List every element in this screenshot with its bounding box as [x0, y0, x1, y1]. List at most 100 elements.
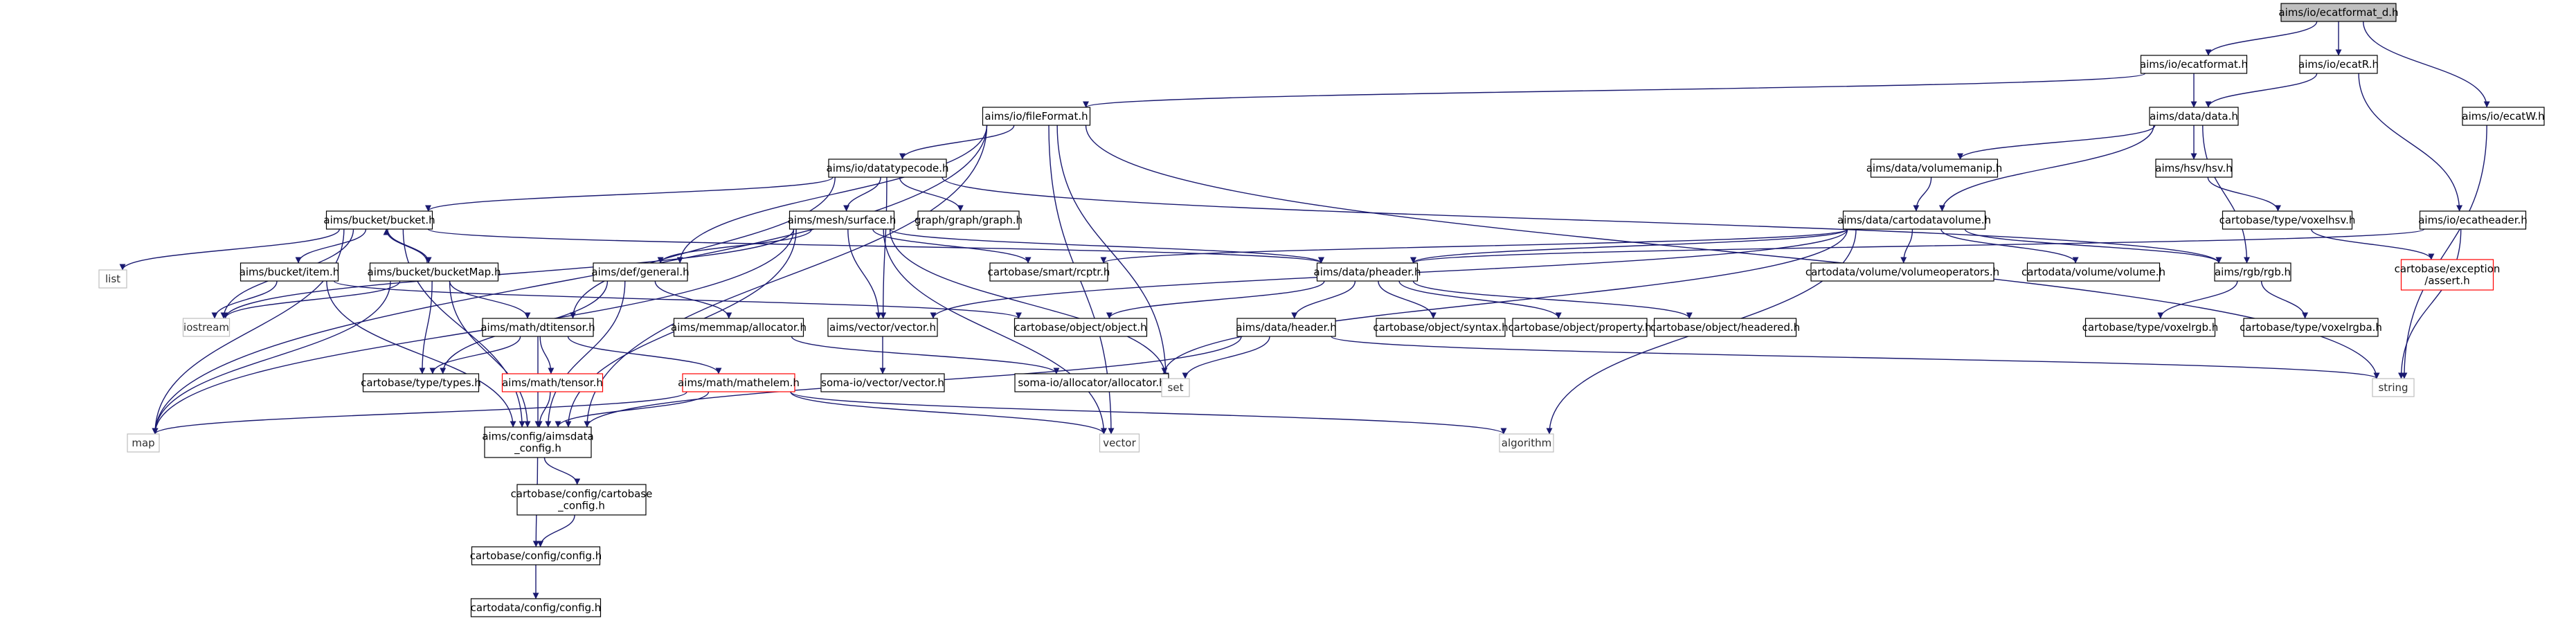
node-ecatW[interactable]: aims/io/ecatW.h — [2462, 107, 2545, 126]
node-aimsdataconfig[interactable]: aims/config/aimsdata_config.h — [482, 426, 594, 458]
node-rgb[interactable]: aims/rgb/rgb.h — [2214, 262, 2291, 282]
edge-bucketItem-to-object — [333, 280, 1022, 319]
node-somaallocator[interactable]: soma-io/allocator/allocator.h — [1014, 373, 1169, 392]
node-headered[interactable]: cartobase/object/headered.h — [1650, 318, 1800, 337]
node-box-ecatW — [2462, 107, 2545, 126]
edge-bucket-to-bucketItem — [295, 228, 367, 264]
node-config[interactable]: cartobase/config/config.h — [470, 546, 602, 565]
edge-bucketMap-to-bucket — [383, 228, 428, 264]
edge-mathelem-to-aimsdataconfig — [555, 391, 710, 428]
node-volumemanip[interactable]: aims/data/volumemanip.h — [1866, 158, 2003, 178]
node-label-root: aims/io/ecatformat_d.h — [2278, 6, 2398, 19]
node-label-line: vector — [1103, 437, 1136, 449]
node-voxelrgb[interactable]: cartobase/type/voxelrgb.h — [2082, 318, 2219, 337]
node-general[interactable]: aims/def/general.h — [591, 262, 690, 282]
node-types[interactable]: cartobase/type/types.h — [361, 373, 481, 392]
node-bucketItem[interactable]: aims/bucket/item.h — [240, 262, 340, 282]
node-label-line: aims/data/data.h — [2150, 110, 2238, 123]
edge-pheader-to-property — [1398, 280, 1562, 319]
node-surface[interactable]: aims/mesh/surface.h — [788, 210, 897, 230]
node-volumeoperators[interactable]: cartodata/volume/volumeoperators.h — [1805, 262, 1999, 282]
node-label-line: aims/def/general.h — [591, 266, 689, 278]
node-header[interactable]: aims/data/header.h — [1236, 318, 1337, 337]
node-box-ecatR — [2299, 55, 2378, 74]
node-cartodatavolume[interactable]: aims/data/cartodatavolume.h — [1837, 210, 1991, 230]
node-somavector[interactable]: soma-io/vector/vector.h — [820, 373, 945, 392]
node-label-line: aims/io/ecatR.h — [2298, 58, 2379, 71]
node-box-types — [362, 373, 480, 392]
node-label-line: cartobase/object/syntax.h — [1373, 321, 1508, 334]
node-label-line: cartobase/type/voxelhsv.h — [2219, 214, 2356, 226]
node-box-cartobaseconfig — [516, 484, 647, 516]
edge-pheader-to-object — [1106, 280, 1325, 319]
node-voxelhsv[interactable]: cartobase/type/voxelhsv.h — [2219, 210, 2356, 230]
node-label-line: aims/hsv/hsv.h — [2155, 162, 2232, 174]
node-box-bucketMap — [369, 262, 499, 282]
edge-pheader-to-syntax — [1378, 280, 1436, 319]
node-cartobaseconfig[interactable]: cartobase/config/cartobase_config.h — [511, 484, 653, 516]
node-datatypecode[interactable]: aims/io/datatypecode.h — [827, 158, 949, 178]
node-rcptr[interactable]: cartobase/smart/rcptr.h — [988, 262, 1110, 282]
node-label-line: soma-io/vector/vector.h — [821, 377, 944, 389]
node-vectorH[interactable]: aims/vector/vector.h — [827, 318, 938, 337]
node-bucketMap[interactable]: aims/bucket/bucketMap.h — [368, 262, 501, 282]
node-property[interactable]: cartobase/object/property.h — [1508, 318, 1652, 337]
node-label-ecatR: aims/io/ecatR.h — [2298, 58, 2379, 71]
node-label-somavector: soma-io/vector/vector.h — [821, 377, 944, 389]
node-object[interactable]: cartobase/object/object.h — [1014, 318, 1148, 337]
node-box-volumeoperators — [1810, 262, 1994, 282]
node-ecatR[interactable]: aims/io/ecatR.h — [2298, 55, 2379, 74]
node-pheader[interactable]: aims/data/pheader.h — [1314, 262, 1421, 282]
node-label-line: cartodata/config/config.h — [471, 601, 602, 614]
node-label-syntax: cartobase/object/syntax.h — [1373, 321, 1508, 334]
node-box-allocatorH — [673, 318, 804, 337]
edge-datatypecode-to-vectorH — [880, 176, 888, 319]
node-ecatformat[interactable]: aims/io/ecatformat.h — [2140, 55, 2248, 74]
edge-cartodatavolume-to-volumeoperators — [1900, 228, 1913, 264]
edge-surface-to-vector — [883, 228, 1107, 435]
node-fileFormat[interactable]: aims/io/fileFormat.h — [982, 107, 1091, 126]
node-label-line: aims/memmap/allocator.h — [671, 321, 807, 334]
node-cartodataconfig[interactable]: cartodata/config/config.h — [471, 598, 602, 617]
node-vector: vector — [1099, 433, 1140, 453]
edge-rgb-to-voxelrgb — [2157, 280, 2238, 319]
node-bucket[interactable]: aims/bucket/bucket.h — [323, 210, 435, 230]
node-root[interactable]: aims/io/ecatformat_d.h — [2278, 3, 2399, 22]
node-syntax[interactable]: cartobase/object/syntax.h — [1373, 318, 1508, 337]
node-label-assert: cartobase/exception/assert.h — [2395, 263, 2501, 287]
node-label-line: aims/io/ecatformat.h — [2140, 58, 2248, 71]
node-label-line: cartobase/smart/rcptr.h — [988, 266, 1110, 278]
node-label-cartodatavolume: aims/data/cartodatavolume.h — [1837, 214, 1991, 226]
node-set: set — [1161, 378, 1190, 397]
node-hsv[interactable]: aims/hsv/hsv.h — [2155, 158, 2233, 178]
edge-ecatW-to-string — [2401, 125, 2487, 379]
node-label-line: cartobase/type/voxelrgb.h — [2082, 321, 2219, 334]
node-box-hsv — [2155, 158, 2233, 178]
node-mathelem[interactable]: aims/math/mathelem.h — [678, 373, 800, 392]
edge-fileFormat-to-map — [152, 125, 988, 435]
edge-pheader-to-header — [1291, 280, 1356, 319]
node-label-line: cartobase/object/object.h — [1014, 321, 1146, 334]
edge-bucketItem-to-aimsdataconfig — [326, 280, 516, 428]
node-voxelrgba[interactable]: cartobase/type/voxelrgba.h — [2240, 318, 2382, 337]
node-dtitensor[interactable]: aims/math/dtitensor.h — [480, 318, 595, 337]
node-label-volumemanip: aims/data/volumemanip.h — [1866, 162, 2003, 174]
node-iostream: iostream — [182, 318, 231, 337]
node-ecatheader[interactable]: aims/io/ecatheader.h — [2418, 210, 2528, 230]
node-label-line: aims/mesh/surface.h — [788, 214, 897, 226]
node-tensor[interactable]: aims/math/tensor.h — [501, 373, 604, 392]
node-allocatorH[interactable]: aims/memmap/allocator.h — [671, 318, 807, 337]
node-label-line: iostream — [183, 321, 229, 334]
node-volume[interactable]: cartodata/volume/volume.h — [2021, 262, 2165, 282]
node-label-iostream: iostream — [183, 321, 229, 334]
node-assert[interactable]: cartobase/exception/assert.h — [2395, 259, 2501, 291]
node-data[interactable]: aims/data/data.h — [2149, 107, 2239, 126]
node-label-dtitensor: aims/math/dtitensor.h — [480, 321, 595, 334]
edge-bucketMap-to-types — [419, 280, 433, 374]
edge-cartodatavolume-to-volume — [1940, 228, 2079, 264]
edge-allocatorH-to-somaallocator — [791, 336, 1060, 374]
node-graph[interactable]: graph/graph/graph.h — [915, 210, 1023, 230]
edge-ecatheader-to-string — [2398, 228, 2462, 379]
node-box-data — [2149, 107, 2239, 126]
node-label-voxelrgba: cartobase/type/voxelrgba.h — [2240, 321, 2382, 334]
